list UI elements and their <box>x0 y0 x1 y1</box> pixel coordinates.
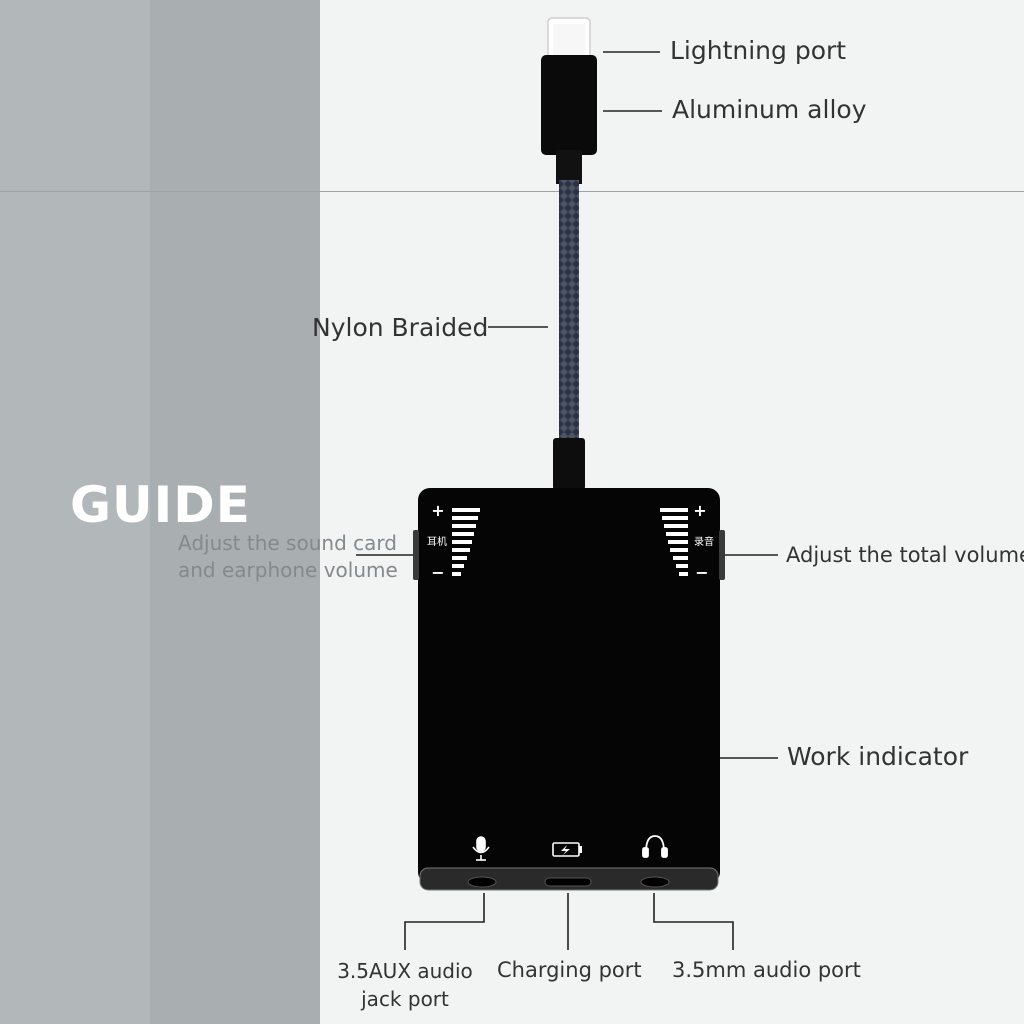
guide-title: GUIDE <box>70 476 251 534</box>
aux-jack-hole <box>467 876 497 888</box>
headphones-icon <box>642 835 668 858</box>
left-dial <box>413 530 419 580</box>
right-plus-sign: + <box>693 501 706 520</box>
sound-card-volume-label: Adjust the sound card and earphone volum… <box>178 531 398 582</box>
lightning-tip-contact <box>553 24 585 60</box>
nylon-braided-cable <box>559 180 579 445</box>
audio-jack-hole <box>640 876 670 888</box>
aux-callout-line <box>404 893 485 950</box>
divider-line <box>0 191 1024 192</box>
right-dial-label: 录音 <box>694 535 714 548</box>
right-dial <box>719 530 725 580</box>
aux-jack-port-label: 3.5AUX audio jack port <box>337 959 473 1011</box>
total-volume-label: Adjust the total volume <box>786 543 1024 567</box>
strain-relief-top <box>556 150 582 184</box>
nylon-braided-label: Nylon Braided <box>312 313 489 342</box>
audio-port-label: 3.5mm audio port <box>672 958 861 982</box>
left-plus-sign: + <box>431 501 444 520</box>
aluminum-housing <box>541 55 597 155</box>
right-volume-bars <box>660 508 688 576</box>
left-minus-sign: − <box>431 563 444 582</box>
strain-relief-bottom <box>553 438 585 490</box>
battery-charging-icon <box>552 842 582 857</box>
work-indicator-label: Work indicator <box>787 742 969 771</box>
lightning-port-label: Lightning port <box>670 36 847 65</box>
left-dial-label: 耳机 <box>427 535 447 548</box>
charging-port-hole <box>544 877 592 887</box>
microphone-icon <box>472 836 490 861</box>
left-volume-bars <box>452 508 480 576</box>
background-panel-light <box>0 0 150 1024</box>
callout-lines <box>356 51 778 950</box>
aluminum-alloy-label: Aluminum alloy <box>672 95 867 124</box>
device-body <box>418 488 720 884</box>
background-panel-dark <box>150 0 320 1024</box>
audio-callout-line <box>653 893 734 950</box>
charging-port-label: Charging port <box>497 958 642 982</box>
right-minus-sign: − <box>695 563 708 582</box>
